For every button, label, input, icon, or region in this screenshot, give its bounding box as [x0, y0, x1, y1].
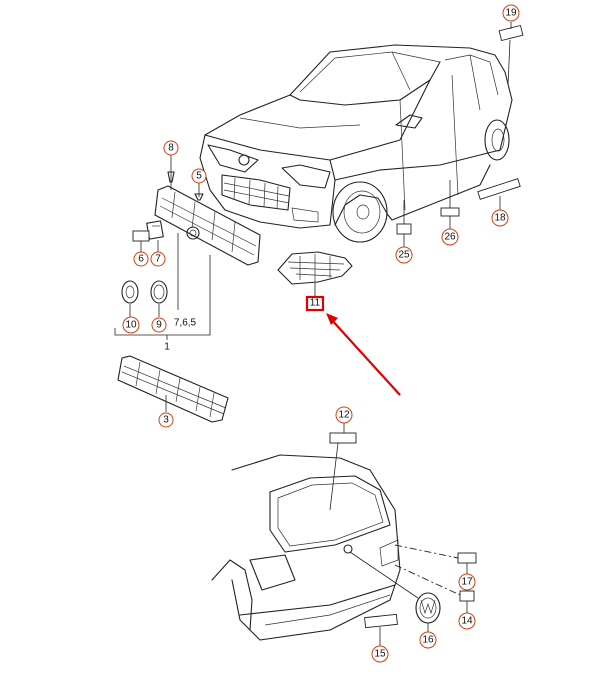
callout-8[interactable]: 8 [163, 140, 179, 156]
callout-15[interactable]: 15 [371, 645, 389, 663]
svg-text:18: 18 [494, 213, 506, 224]
callout-25[interactable]: 25 [395, 246, 413, 264]
svg-text:8: 8 [168, 143, 174, 154]
svg-text:1: 1 [164, 342, 170, 353]
callout-26[interactable]: 26 [441, 228, 459, 246]
front-car-illustration [199, 44, 513, 243]
svg-text:3: 3 [163, 415, 169, 426]
svg-text:5: 5 [196, 171, 202, 182]
lower-grille-part-3 [117, 355, 229, 423]
callout-3[interactable]: 3 [158, 412, 174, 428]
svg-text:12: 12 [338, 410, 350, 421]
svg-text:25: 25 [398, 250, 410, 261]
callout-17[interactable]: 17 [458, 573, 476, 591]
highlight-marker [305, 295, 401, 396]
callout-6[interactable]: 6 [133, 251, 149, 267]
callout-9[interactable]: 9 [151, 317, 167, 333]
front-car-stickers [396, 22, 524, 248]
callout-19[interactable]: 19 [502, 4, 520, 22]
callout-10[interactable]: 10 [122, 316, 140, 334]
svg-text:10: 10 [125, 320, 137, 331]
svg-text:26: 26 [444, 232, 456, 243]
callout-18[interactable]: 18 [491, 209, 509, 227]
svg-text:15: 15 [374, 649, 386, 660]
fog-light-grille-part-11 [277, 251, 353, 296]
svg-text:14: 14 [461, 616, 473, 627]
callout-1[interactable]: 1 [164, 342, 170, 353]
svg-text:16: 16 [422, 635, 434, 646]
svg-text:9: 9 [156, 320, 162, 331]
grille-assembly [114, 155, 261, 340]
callout-5[interactable]: 5 [191, 168, 207, 184]
highlight-arrow [329, 317, 401, 396]
highlight-arrowhead [326, 313, 338, 325]
highlight-box [305, 295, 325, 312]
callout-11[interactable]: 11 [310, 298, 321, 309]
callout-14[interactable]: 14 [458, 612, 476, 630]
callout-7-6-5[interactable]: 7,6,5 [174, 318, 197, 329]
rear-car-illustration [211, 454, 441, 641]
callout-16[interactable]: 16 [419, 631, 437, 649]
callout-12[interactable]: 12 [335, 406, 353, 424]
svg-text:6: 6 [138, 254, 144, 265]
svg-text:7: 7 [155, 254, 161, 265]
callouts: 19 18 26 25 8 5 6 7 10 9 7,6,5 1 3 11 12… [122, 4, 520, 663]
svg-text:7,6,5: 7,6,5 [174, 318, 197, 329]
svg-text:19: 19 [505, 8, 517, 19]
rear-car-stickers [329, 422, 477, 646]
svg-text:17: 17 [461, 577, 473, 588]
svg-text:11: 11 [310, 298, 321, 309]
callout-7[interactable]: 7 [150, 251, 166, 267]
